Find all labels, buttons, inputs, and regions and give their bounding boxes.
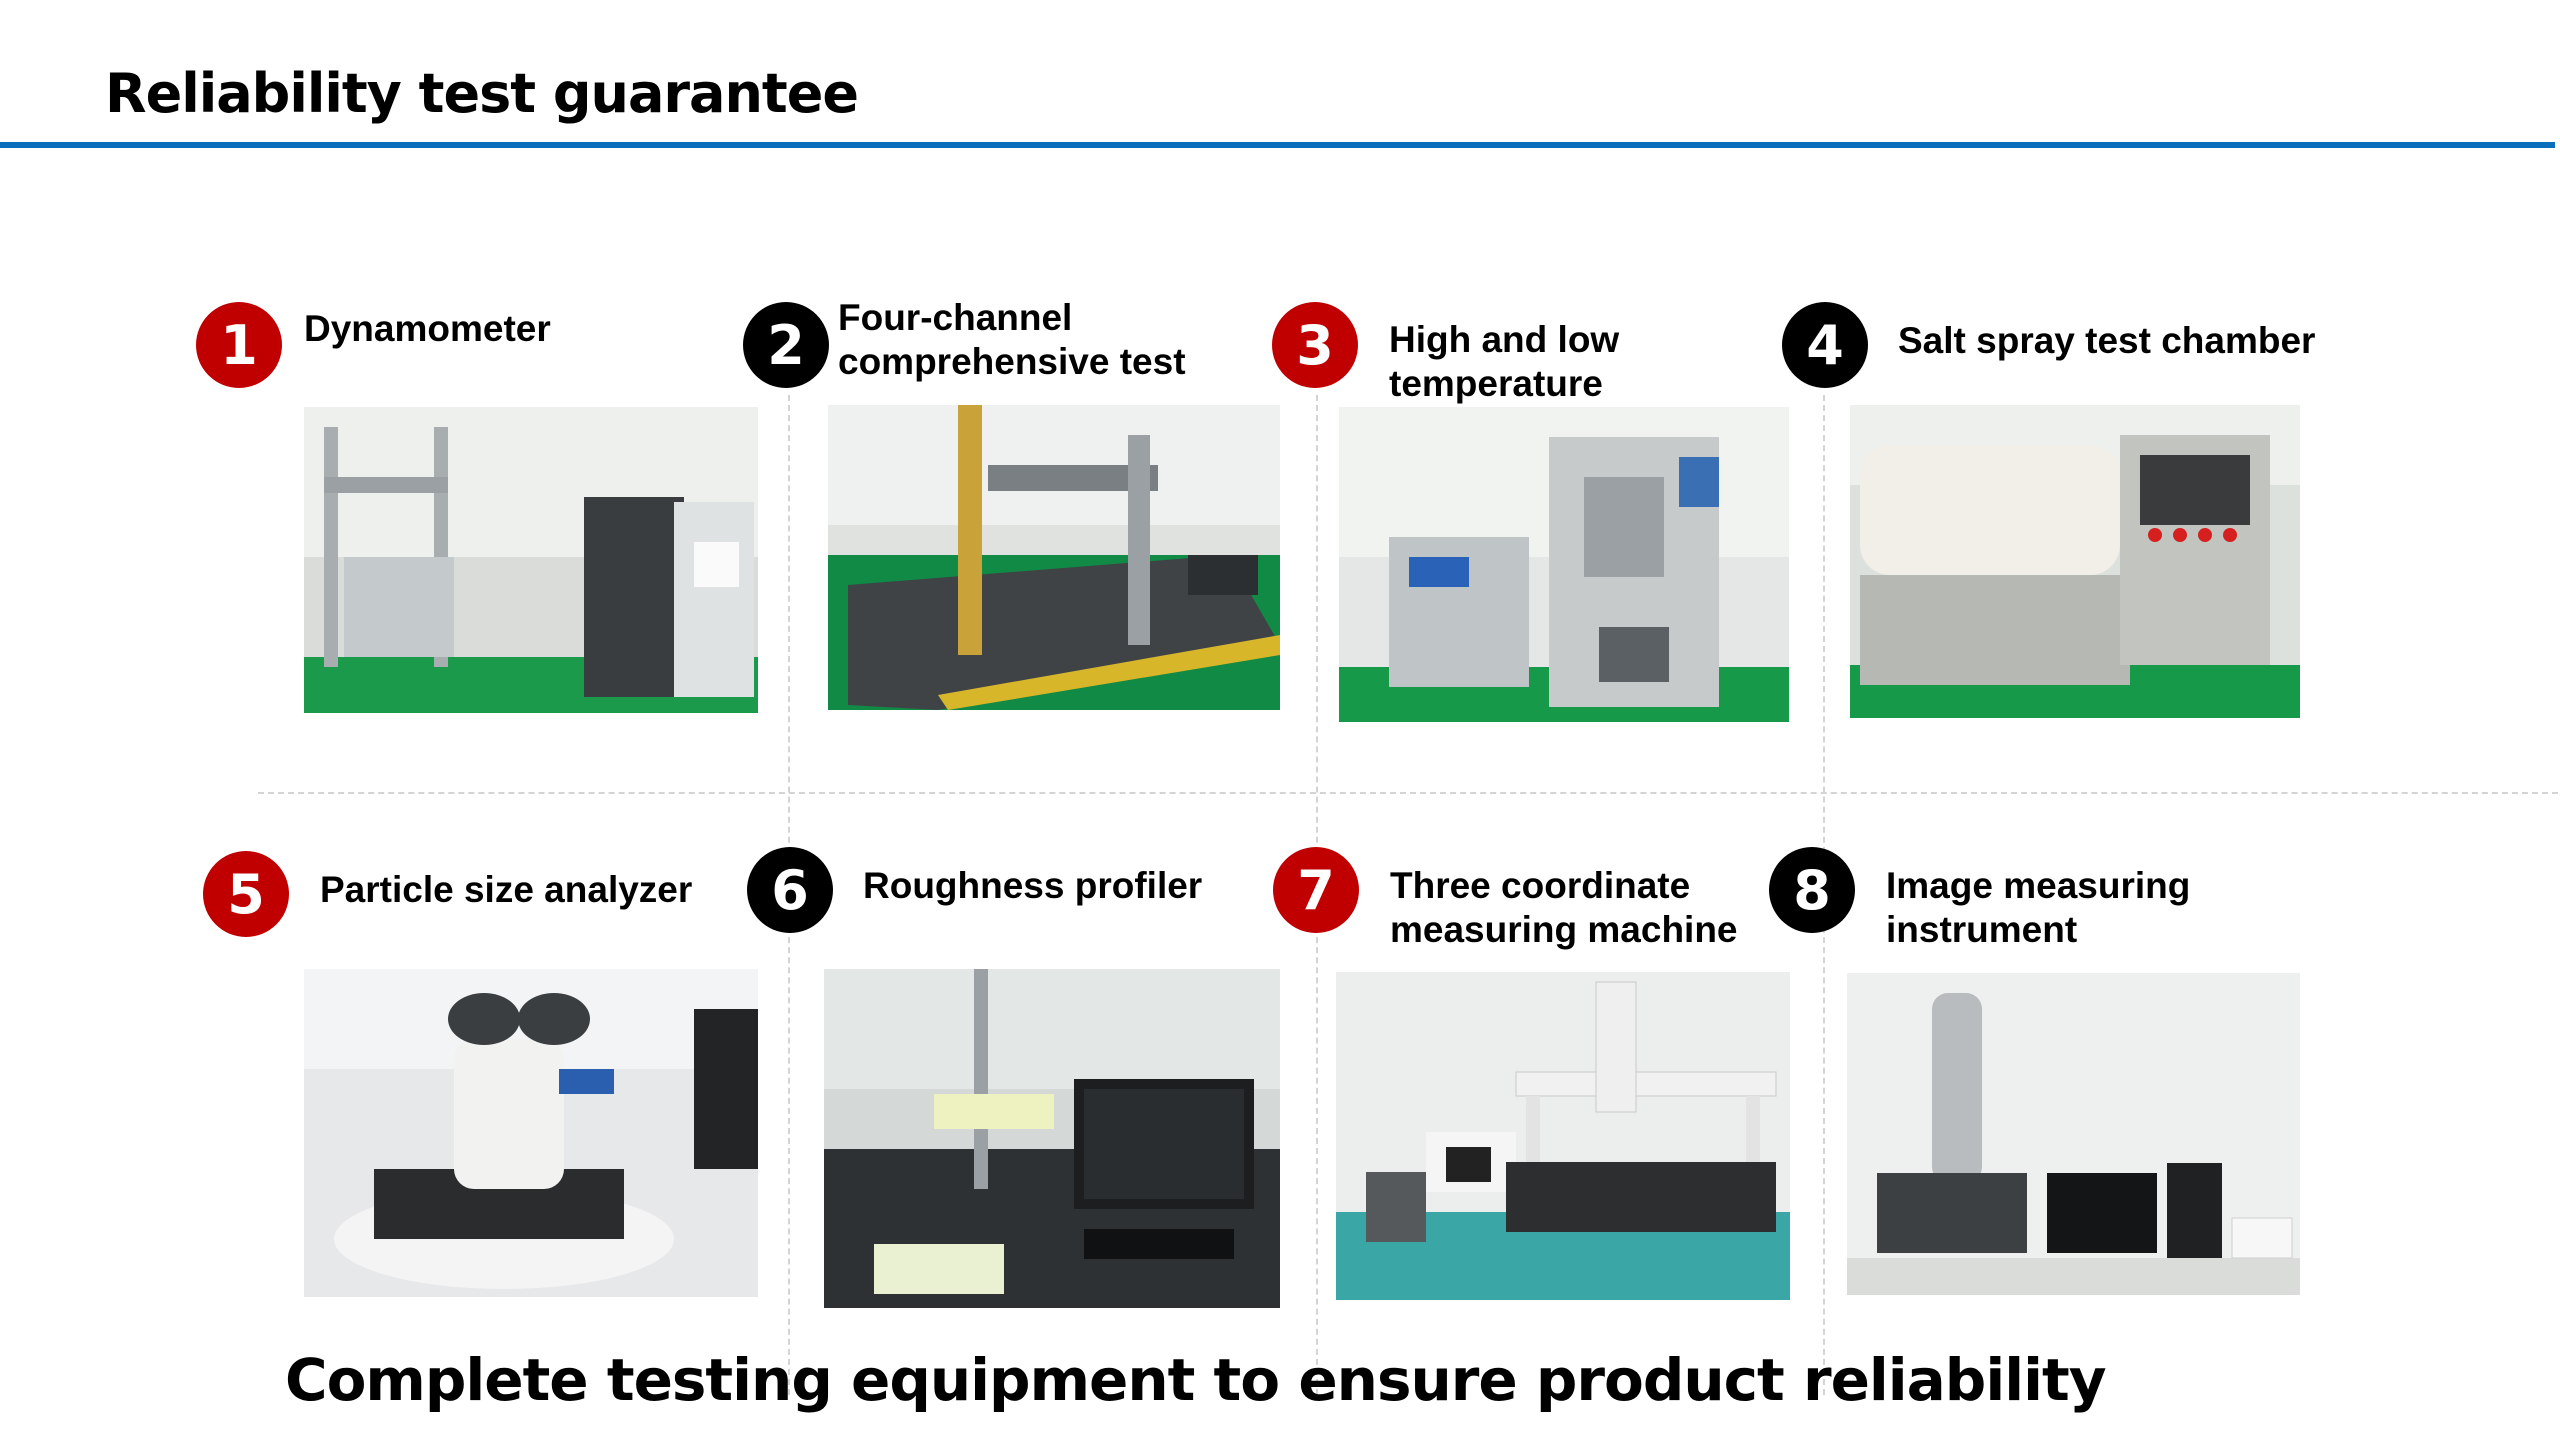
badge-8: 8 bbox=[1769, 847, 1855, 933]
badge-1: 1 bbox=[196, 302, 282, 388]
page-title: Reliability test guarantee bbox=[105, 62, 859, 125]
item-label-image-measuring-instrument: Image measuring instrument bbox=[1886, 865, 2191, 950]
item-label-high-low-temp-chamber: High and low temperature test chamber bbox=[1389, 319, 1620, 410]
footer-statement: Complete testing equipment to ensure pro… bbox=[285, 1346, 2107, 1414]
item-label-four-channel-test-bench: Four-channel comprehensive test bench bbox=[838, 297, 1186, 388]
badge-2: 2 bbox=[743, 302, 829, 388]
photo-image-measuring-instrument bbox=[1847, 973, 2300, 1295]
badge-6: 6 bbox=[747, 847, 833, 933]
photo-four-channel-test-bench bbox=[828, 405, 1280, 710]
item-label-dynamometer: Dynamometer bbox=[304, 308, 551, 349]
item-label-salt-spray-chamber: Salt spray test chamber bbox=[1898, 320, 2316, 361]
photo-salt-spray-chamber bbox=[1850, 405, 2300, 718]
divider-horizontal bbox=[258, 792, 2558, 794]
item-label-three-coordinate-machine: Three coordinate measuring machine bbox=[1390, 865, 1738, 950]
badge-4: 4 bbox=[1782, 302, 1868, 388]
item-label-particle-size-analyzer: Particle size analyzer bbox=[320, 869, 693, 910]
badge-3: 3 bbox=[1272, 302, 1358, 388]
badge-5: 5 bbox=[203, 851, 289, 937]
photo-particle-size-analyzer bbox=[304, 969, 758, 1297]
item-label-roughness-profiler: Roughness profiler bbox=[863, 865, 1203, 906]
badge-7: 7 bbox=[1273, 847, 1359, 933]
photo-dynamometer bbox=[304, 407, 758, 713]
photo-roughness-profiler bbox=[824, 969, 1280, 1308]
photo-high-low-temp-chamber bbox=[1339, 407, 1789, 722]
title-underline bbox=[0, 142, 2555, 148]
photo-three-coordinate-machine bbox=[1336, 972, 1790, 1300]
